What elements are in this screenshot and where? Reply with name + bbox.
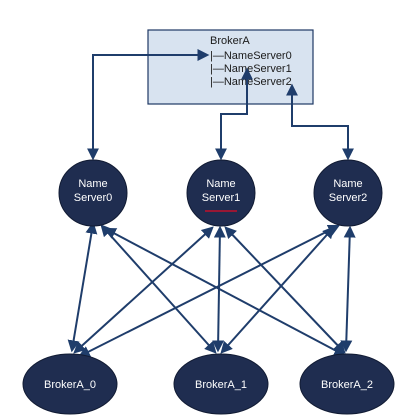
broker-box-line-1: |—NameServer1	[210, 63, 292, 75]
nameserver-2-label-line2: Server2	[329, 192, 368, 204]
link-brokerA2-nameserver2	[340, 225, 356, 353]
broker-registration-box: BrokerA |—NameServer0 |—NameServer1 |—Na…	[147, 29, 314, 105]
nameserver-1-label-line2: Server1	[202, 192, 241, 204]
nameserver-1-label-line1: Name	[206, 178, 235, 190]
broker-links	[67, 221, 356, 358]
link-brokerA1-nameserver0	[100, 224, 217, 354]
link-brokerA2-nameserver1	[224, 226, 346, 354]
broker-node-2-ellipse	[299, 353, 395, 415]
nameserver-2: Name Server2	[313, 159, 383, 227]
nameserver-2-label-line1: Name	[333, 178, 362, 190]
registration-links	[87, 49, 354, 161]
broker-node-0-ellipse	[22, 353, 118, 415]
broker-box-line-0: |—NameServer0	[210, 50, 292, 62]
broker-box-line-2: |—NameServer2	[210, 76, 292, 88]
nameserver-2-circle	[313, 159, 383, 227]
link-brokerA1-nameserver2	[220, 226, 335, 354]
link-nameserver0-box	[87, 49, 210, 161]
broker-node-1: BrokerA_1	[173, 353, 269, 415]
broker-node-1-label: BrokerA_1	[195, 379, 247, 391]
broker-node-2-label: BrokerA_2	[321, 379, 373, 391]
nameserver-0: Name Server0	[58, 159, 128, 227]
broker-node-0-label: BrokerA_0	[44, 379, 96, 391]
broker-node-0: BrokerA_0	[22, 353, 118, 415]
nameserver-0-circle	[58, 159, 128, 227]
link-brokerA0-nameserver1	[73, 226, 214, 354]
nameserver-0-label-line1: Name	[78, 178, 107, 190]
link-brokerA0-nameserver0	[67, 221, 98, 353]
nameserver-1: Name Server1	[186, 159, 256, 227]
nameserver-0-label-line2: Server0	[74, 192, 113, 204]
nameserver-1-circle	[186, 159, 256, 227]
broker-node-2: BrokerA_2	[299, 353, 395, 415]
broker-box-title: BrokerA	[210, 35, 250, 47]
link-nameserver2-box	[286, 83, 354, 161]
link-nameserver1-box	[215, 67, 253, 161]
broker-node-1-ellipse	[173, 353, 269, 415]
